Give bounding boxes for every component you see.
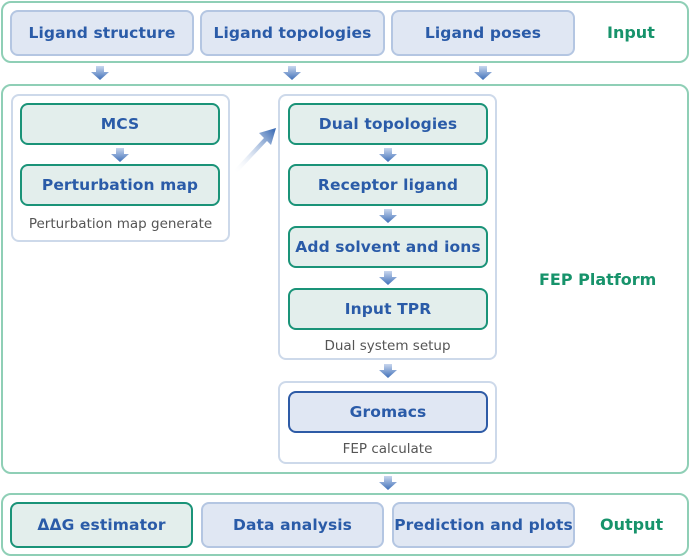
arrow-down-icon: [91, 66, 109, 80]
node-ligand-structure[interactable]: Ligand structure: [10, 10, 194, 56]
arrow-down-icon: [379, 476, 397, 490]
node-data-analysis[interactable]: Data analysis: [201, 502, 384, 548]
node-ligand-topologies[interactable]: Ligand topologies: [200, 10, 385, 56]
arrow-down-icon: [474, 66, 492, 80]
arrow-down-icon: [283, 66, 301, 80]
dual-system-setup-caption: Dual system setup: [324, 338, 451, 354]
output-group-label: Output: [600, 515, 664, 534]
perturbation-map-caption: Perturbation map generate: [28, 216, 213, 232]
node-ligand-poses[interactable]: Ligand poses: [391, 10, 575, 56]
node-ddg-estimator[interactable]: ΔΔG estimator: [10, 502, 193, 548]
fep-platform-label: FEP Platform: [539, 270, 657, 289]
node-input-tpr[interactable]: Input TPR: [288, 288, 488, 330]
node-gromacs[interactable]: Gromacs: [288, 391, 488, 433]
node-receptor-ligand[interactable]: Receptor ligand: [288, 164, 488, 206]
input-group-label: Input: [607, 23, 655, 42]
fep-calculate-caption: FEP calculate: [342, 441, 433, 457]
arrow-diagonal-icon: [234, 128, 276, 173]
arrow-down-icon: [379, 209, 397, 223]
node-perturbation-map[interactable]: Perturbation map: [20, 164, 220, 206]
arrow-down-icon: [379, 364, 397, 378]
node-add-solvent-and-ions[interactable]: Add solvent and ions: [288, 226, 488, 268]
node-prediction-and-plots[interactable]: Prediction and plots: [392, 502, 575, 548]
arrow-down-icon: [379, 148, 397, 162]
node-mcs[interactable]: MCS: [20, 103, 220, 145]
arrow-down-icon: [111, 148, 129, 162]
arrow-down-icon: [379, 271, 397, 285]
node-dual-topologies[interactable]: Dual topologies: [288, 103, 488, 145]
